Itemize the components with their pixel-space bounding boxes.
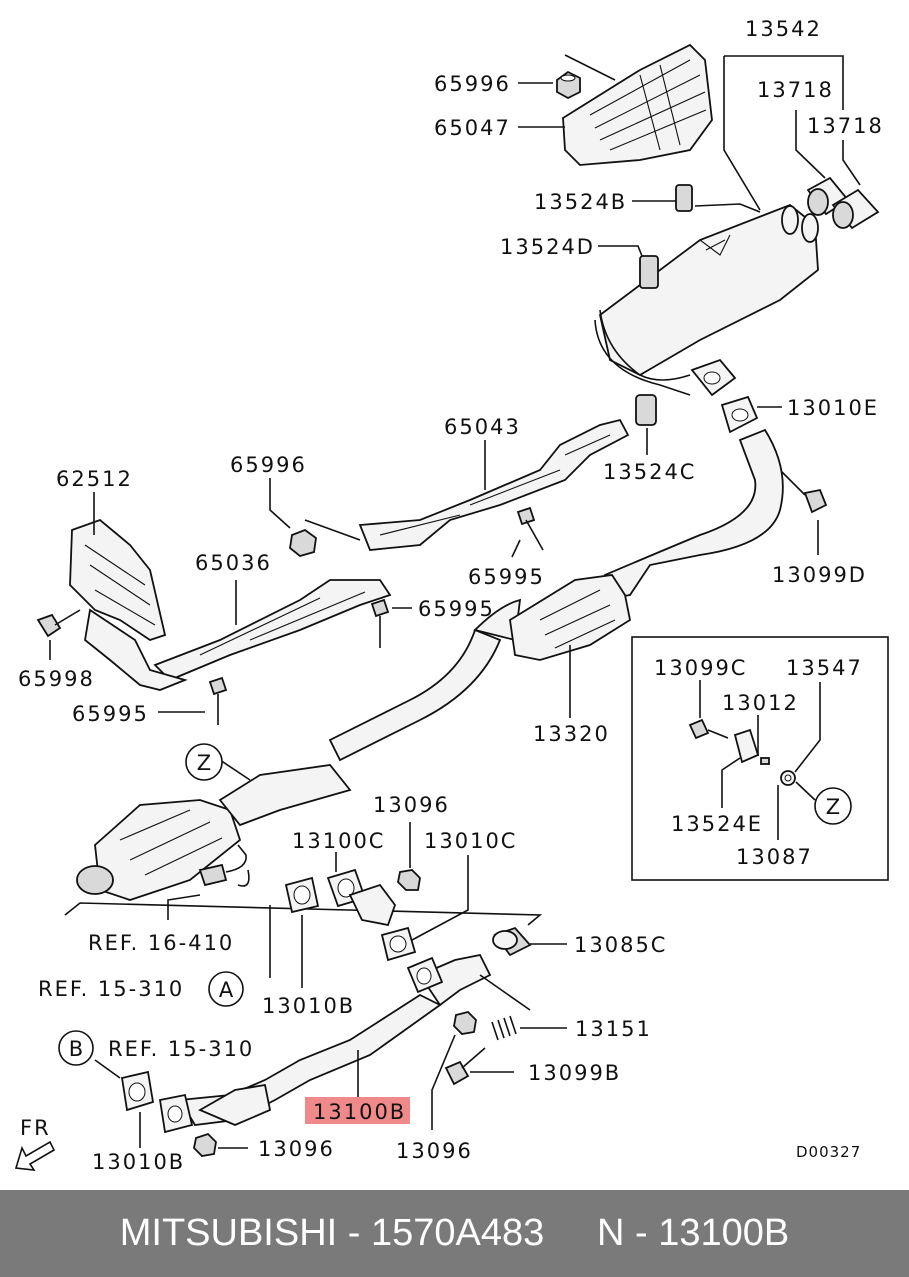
hanger-13524c: [635, 394, 657, 426]
label-13100c: 13100C: [292, 829, 385, 853]
heat-shield-front: [153, 579, 392, 682]
callout-circle-b: [58, 1030, 94, 1066]
label-13010b-upper: 13010B: [262, 994, 355, 1018]
callout-letter-z-inset: Z: [826, 795, 840, 819]
label-13524d: 13524D: [500, 235, 595, 259]
label-ref-15-310-b: REF. 15-310: [108, 1037, 254, 1061]
label-13085c: 13085C: [574, 933, 667, 957]
front-catalytic-converter: [76, 764, 352, 901]
bolt-65995-lower: [208, 676, 228, 725]
label-13099c: 13099C: [654, 656, 747, 680]
label-13547: 13547: [786, 656, 863, 680]
nut-65996-top: [556, 70, 581, 100]
label-13524c: 13524C: [603, 460, 696, 484]
label-65036: 65036: [195, 551, 272, 575]
oxygen-sensor: [198, 844, 250, 887]
callout-circle-z-main: [185, 743, 223, 781]
callout-circle-z-inset: [814, 787, 852, 825]
label-13096-rear: 13096: [396, 1139, 473, 1163]
label-13096-top: 13096: [373, 793, 450, 817]
label-ref-15-310-a: REF. 15-310: [38, 977, 184, 1001]
label-65043: 65043: [444, 415, 521, 439]
label-13524b: 13524B: [534, 190, 627, 214]
hanger-13524b: [675, 184, 761, 213]
muffler-flange: [690, 358, 737, 397]
drawing-code: D00327: [796, 1143, 861, 1161]
bolt-65995-center: [516, 506, 544, 551]
bolt-13099d: [779, 469, 828, 514]
highlight-box: [305, 1097, 410, 1124]
bolt-65995-right: [370, 598, 390, 648]
label-13100b: 13100B: [313, 1100, 406, 1124]
label-13542: 13542: [745, 17, 822, 41]
nut-13096-rear: [453, 1011, 477, 1035]
bracket-62512: [69, 518, 188, 691]
bolt-13099b: [444, 1047, 486, 1086]
label-13718-b: 13718: [807, 114, 884, 138]
label-65996-middle: 65996: [230, 453, 307, 477]
gasket-13100c: [326, 868, 397, 927]
exhaust-parts-diagram: 13542 13718 13718 65996 65047 13524B 135…: [14, 17, 889, 1174]
label-ref-16-410: REF. 16-410: [88, 931, 234, 955]
label-13010b-lower: 13010B: [92, 1150, 185, 1174]
hanger-13524d: [639, 255, 659, 289]
pipe-flange-rear: [406, 956, 444, 994]
label-65996-top: 65996: [434, 72, 511, 96]
label-13524e: 13524E: [671, 812, 763, 836]
gasket-13010b-upper: [284, 876, 320, 914]
bolt-65998: [36, 609, 81, 638]
label-65995-center: 65995: [468, 565, 545, 589]
heat-shield-center: [358, 418, 630, 551]
collar-13085c: [492, 926, 532, 957]
pipe-flange-front: [158, 1093, 194, 1134]
label-13099b: 13099B: [528, 1061, 621, 1085]
label-13099d: 13099D: [772, 563, 867, 587]
label-13010c: 13010C: [424, 829, 517, 853]
label-65998: 65998: [18, 667, 95, 691]
front-arrow-icon: [14, 1140, 56, 1171]
gasket-13010e: [720, 395, 759, 434]
resonator: [509, 574, 632, 661]
label-fr: FR: [20, 1116, 51, 1140]
callout-circle-a: [208, 971, 244, 1007]
label-13151: 13151: [575, 1017, 652, 1041]
heat-shield-rear: [562, 43, 713, 166]
label-13012: 13012: [722, 691, 799, 715]
callout-letter-b: B: [69, 1037, 83, 1061]
label-13010e: 13010E: [787, 396, 879, 420]
callout-letter-a: A: [219, 978, 234, 1002]
nut-13096-mid: [397, 869, 421, 891]
callout-letter-z-main: Z: [197, 751, 211, 775]
label-65995-right: 65995: [418, 597, 495, 621]
label-13718-a: 13718: [757, 78, 834, 102]
label-65047: 65047: [434, 116, 511, 140]
label-13096-lower: 13096: [258, 1137, 335, 1161]
nut-65996-middle: [289, 528, 317, 557]
gasket-13010b-lower: [120, 1070, 155, 1112]
spring-13151: [491, 1015, 517, 1041]
footer-bar: MITSUBISHI - 1570A483 N - 13100B: [0, 1190, 909, 1277]
muffler: [594, 203, 819, 396]
front-pipe-13100b: [178, 953, 492, 1126]
footer-text: MITSUBISHI - 1570A483 N - 13100B: [119, 1212, 790, 1254]
center-pipe: [328, 428, 784, 762]
label-13320: 13320: [533, 722, 610, 746]
gasket-13010c: [380, 926, 417, 962]
label-62512: 62512: [56, 467, 133, 491]
tail-pipe-cutters: [806, 176, 880, 230]
label-13087: 13087: [736, 845, 813, 869]
nut-13096-lower: [193, 1132, 217, 1157]
label-65995-lower: 65995: [72, 702, 149, 726]
